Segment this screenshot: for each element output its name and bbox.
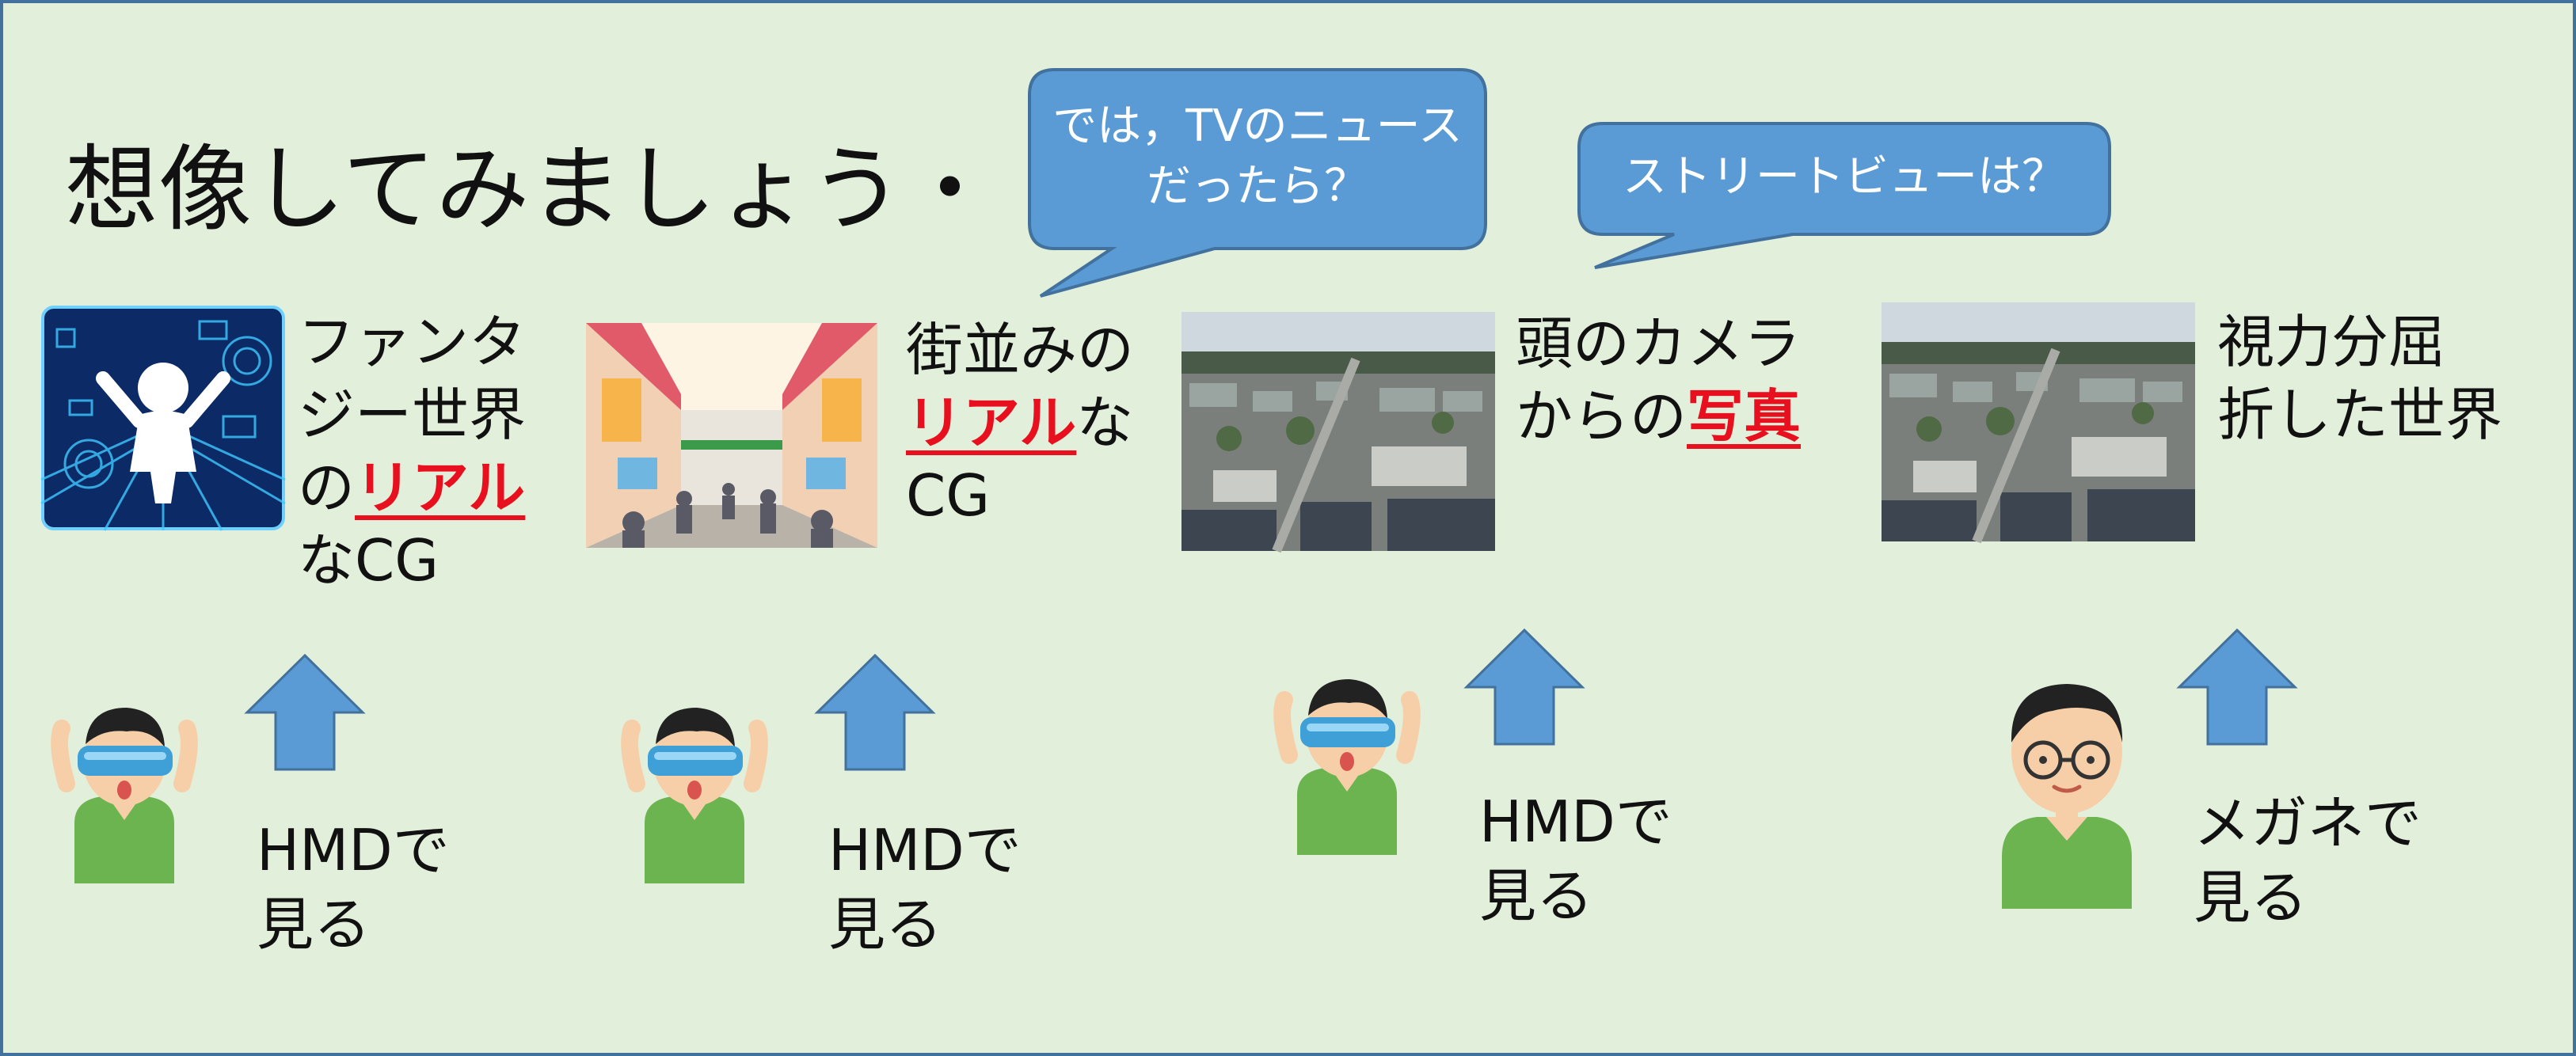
emphasis-real: リアル	[355, 454, 526, 522]
scene-1-caption: ファンタ ジー世界 のリアル なCG	[298, 309, 527, 594]
hmd-user-illustration	[621, 708, 768, 883]
slide-title: 想像してみましょう・・・	[65, 135, 1184, 244]
glasses-user-illustration	[2002, 684, 2132, 909]
up-arrow-icon	[814, 653, 936, 771]
emphasis-real: リアル	[906, 389, 1077, 457]
scene-4-viewer-label: メガネで 見る	[2194, 790, 2422, 931]
speech-bubble-news-text: では，TVのニュース だったら？	[1052, 101, 1463, 212]
up-arrow-icon	[244, 653, 366, 771]
town-aerial-photo	[1181, 312, 1495, 553]
town-aerial-photo	[1882, 302, 2195, 544]
scene-4-caption: 視力分屈 折した世界	[2217, 309, 2503, 449]
scene-3-caption: 頭のカメラ からの写真	[1516, 310, 1802, 450]
scene-1-viewer-label: HMDで 見る	[257, 817, 450, 958]
up-arrow-icon	[2176, 628, 2298, 746]
scene-2-viewer-label: HMDで 見る	[828, 817, 1022, 958]
hmd-user-illustration	[51, 708, 198, 883]
street-cg-image	[586, 323, 877, 548]
up-arrow-icon	[1463, 628, 1585, 746]
fantasy-world-image	[40, 306, 286, 531]
scene-2-caption: 街並みの リアルな CG	[906, 317, 1135, 530]
speech-bubble-streetview-text: ストリートビューは？	[1623, 151, 2066, 203]
hmd-user-illustration	[1273, 679, 1421, 855]
scene-3-viewer-label: HMDで 見る	[1479, 788, 1672, 929]
emphasis-photo: 写真	[1687, 383, 1802, 450]
speech-bubble-news	[1028, 68, 2111, 298]
